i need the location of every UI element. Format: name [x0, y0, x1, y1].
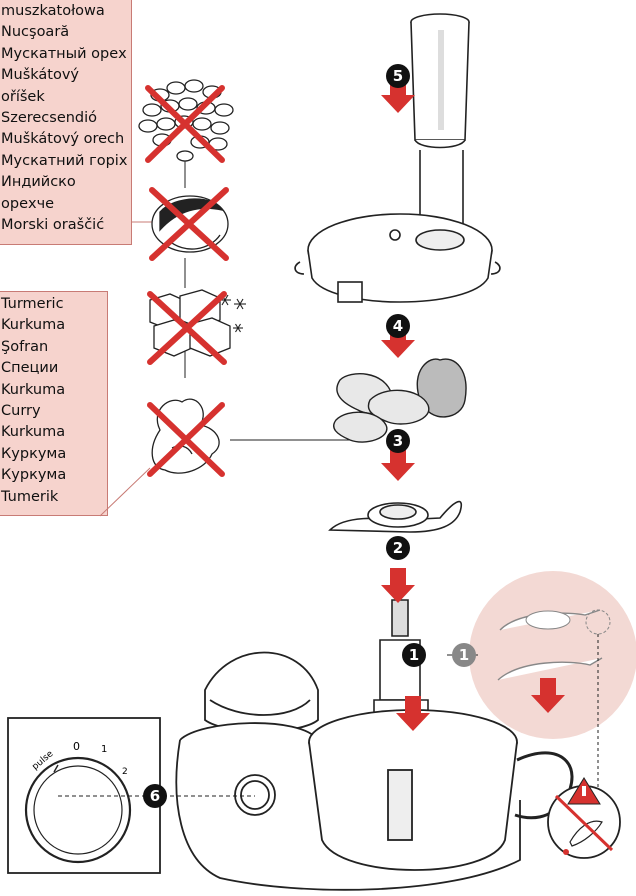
- step5-number: 5: [393, 67, 403, 85]
- step-badge-1-inset: 1: [452, 643, 476, 667]
- step3-number: 3: [393, 432, 403, 450]
- dial-two-label: 2: [122, 767, 128, 777]
- step-badge-1: 1: [402, 643, 426, 667]
- feed-tube-pusher: [411, 14, 469, 230]
- step1-inset-number: 1: [459, 646, 469, 664]
- step-badge-2: 2: [386, 536, 410, 560]
- step1-number: 1: [409, 646, 419, 664]
- step-badge-3: 3: [386, 429, 410, 453]
- step-badge-6: 6: [143, 784, 167, 808]
- knife-warning-icon: [548, 778, 620, 858]
- step-badge-5: 5: [386, 64, 410, 88]
- step2-arrow: [381, 568, 415, 603]
- blade-unit: [330, 502, 461, 532]
- step-badge-4: 4: [386, 314, 410, 338]
- step4-number: 4: [393, 317, 403, 335]
- lid: [295, 214, 500, 302]
- dial-zero-label: 0: [73, 740, 80, 753]
- step2-number: 2: [393, 539, 403, 557]
- step6-number: 6: [150, 787, 160, 805]
- dial-one-label: 1: [101, 744, 107, 755]
